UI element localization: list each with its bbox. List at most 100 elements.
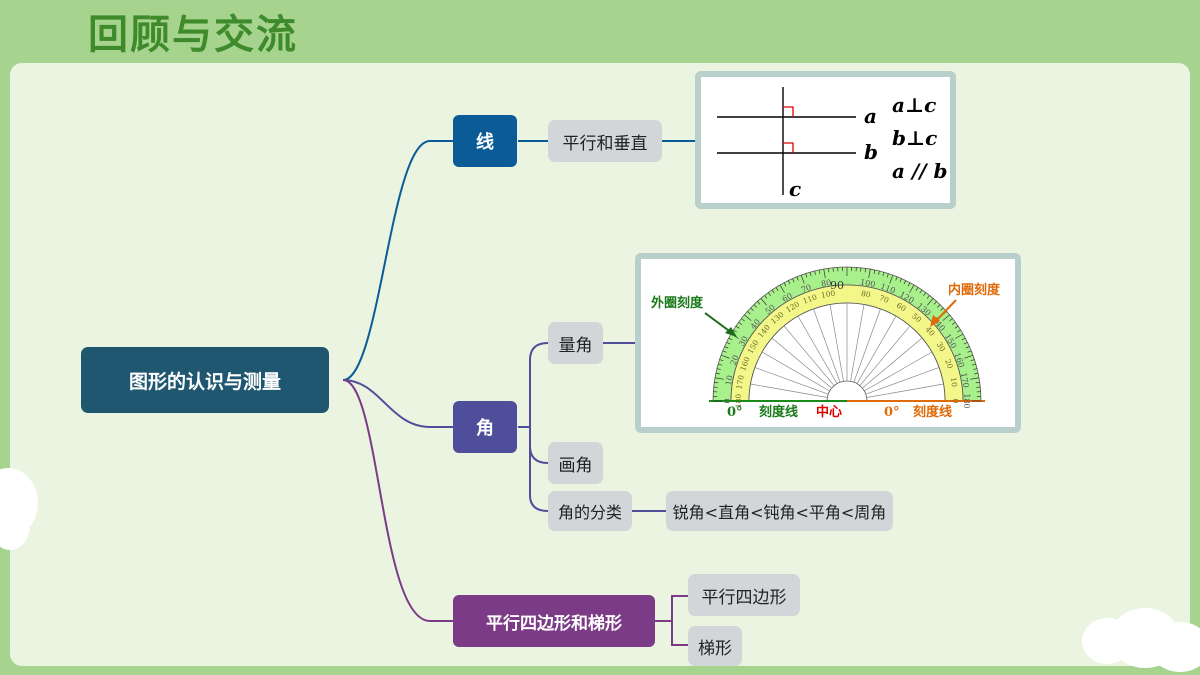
inner-scale-number: 100 <box>820 288 836 299</box>
protractor-ray <box>865 367 940 395</box>
protractor-tick <box>907 282 911 287</box>
inner-scale-number: 0 <box>951 399 960 404</box>
protractor-tick <box>753 304 757 308</box>
leaf-parallel-perpendicular[interactable]: 平行和垂直 <box>548 120 662 162</box>
protractor-tick <box>720 354 730 359</box>
protractor-tick <box>796 276 799 281</box>
inner-scale-number: 20 <box>943 358 955 370</box>
quad-node[interactable]: 平行四边形和梯形 <box>453 595 655 647</box>
protractor-tick <box>949 318 953 322</box>
outer-scale-number: 100 <box>859 278 876 290</box>
protractor-tick <box>933 301 937 305</box>
protractor-tick <box>714 377 724 380</box>
right-zero-label: 0° <box>884 405 900 420</box>
inner-scale-number: 80 <box>860 289 871 300</box>
protractor-tick <box>775 287 779 291</box>
protractor-tick <box>942 314 950 321</box>
protractor-tick <box>783 282 787 287</box>
protractor-tick <box>915 287 919 291</box>
inner-scale-arrow <box>934 299 957 323</box>
page-title: 回顾与交流 <box>88 12 298 58</box>
protractor-tick <box>715 372 720 375</box>
protractor-tick <box>718 363 723 366</box>
inner-scale-number: 180 <box>734 394 743 409</box>
outer-scale-number: 20 <box>729 354 741 367</box>
leaf-parallelogram[interactable]: 平行四边形 <box>688 574 800 616</box>
right-angle-mark-b <box>783 142 794 153</box>
center-label: 中心 <box>816 404 842 420</box>
protractor-ray <box>866 383 944 398</box>
protractor-tick <box>760 298 767 306</box>
protractor-ray <box>771 337 832 389</box>
protractor-tick <box>716 368 721 370</box>
protractor-ray <box>783 325 835 386</box>
line-figure-box: a b c a⊥c b⊥c a // b <box>695 71 956 209</box>
protractor-tick <box>964 354 974 359</box>
protractor-tick <box>818 269 821 274</box>
protractor-tick <box>873 269 876 274</box>
protractor-ray <box>864 351 933 392</box>
outer-scale-number: 170 <box>959 372 971 389</box>
inner-scale-number: 10 <box>949 377 960 388</box>
protractor-ray <box>856 315 897 384</box>
label-a: a <box>864 104 877 128</box>
protractor-tick <box>767 292 771 297</box>
protractor-tick <box>771 289 775 294</box>
inner-scale-number: 60 <box>895 301 908 314</box>
protractor-tick <box>779 284 785 293</box>
protractor-tick <box>923 292 927 297</box>
protractor-tick <box>970 359 975 362</box>
outer-scale-number: 60 <box>781 291 794 304</box>
protractor-tick <box>919 289 923 294</box>
right-angle-mark-a <box>783 106 794 117</box>
protractor-tick <box>955 333 964 339</box>
protractor-tick <box>975 382 980 384</box>
right-scale-word: 刻度线 <box>913 404 952 420</box>
line-node[interactable]: 线 <box>453 115 517 167</box>
protractor-ray <box>813 308 841 383</box>
protractor-ray <box>797 315 838 384</box>
outer-scale-number: 80 <box>820 278 832 289</box>
protractor-tick <box>714 382 719 384</box>
outer-scale-arrowhead <box>725 327 737 337</box>
protractor-tick <box>951 321 956 325</box>
leaf-draw-angle[interactable]: 画角 <box>548 442 603 484</box>
protractor-tick <box>889 274 894 284</box>
protractor-ray <box>761 351 830 392</box>
protractor-tick <box>741 318 745 322</box>
protractor-tick <box>963 341 968 345</box>
protractor-tick <box>764 295 768 299</box>
protractor-tick <box>937 304 941 308</box>
protractor-tick <box>868 268 871 278</box>
leaf-trapezoid[interactable]: 梯形 <box>688 626 742 666</box>
protractor-tick <box>750 307 754 311</box>
leaf-angle-classification[interactable]: 角的分类 <box>548 491 632 531</box>
outer-scale-label: 外圈刻度 <box>650 295 704 311</box>
protractor-tick <box>724 346 729 349</box>
protractor-tick <box>899 278 902 283</box>
protractor-tick <box>926 295 930 299</box>
protractor-tick <box>726 341 731 345</box>
outer-scale-number: 30 <box>737 335 750 348</box>
root-node[interactable]: 图形的认识与测量 <box>81 347 329 413</box>
leaf-measure-angle[interactable]: 量角 <box>548 322 603 364</box>
angle-node[interactable]: 角 <box>453 401 517 453</box>
protractor-tick <box>800 274 805 284</box>
protractor-tick <box>792 278 795 283</box>
line-figure: a b c a⊥c b⊥c a // b <box>717 87 947 201</box>
outer-scale-number: 0 <box>723 398 732 403</box>
inner-scale-arrowhead <box>930 315 940 327</box>
inner-scale-number: 70 <box>878 293 890 305</box>
leaf-angle-order[interactable]: 锐角<直角<钝角<平角<周角 <box>666 491 893 531</box>
protractor-tick <box>957 329 961 333</box>
protractor-tick <box>733 329 737 333</box>
protractor-tick <box>965 346 970 349</box>
protractor-tick <box>954 325 959 329</box>
protractor-tick <box>970 377 980 380</box>
protractor-tick <box>728 337 733 341</box>
protractor-tick <box>927 298 934 306</box>
top-90-label: 90 <box>830 279 844 292</box>
protractor-tick <box>882 272 885 277</box>
